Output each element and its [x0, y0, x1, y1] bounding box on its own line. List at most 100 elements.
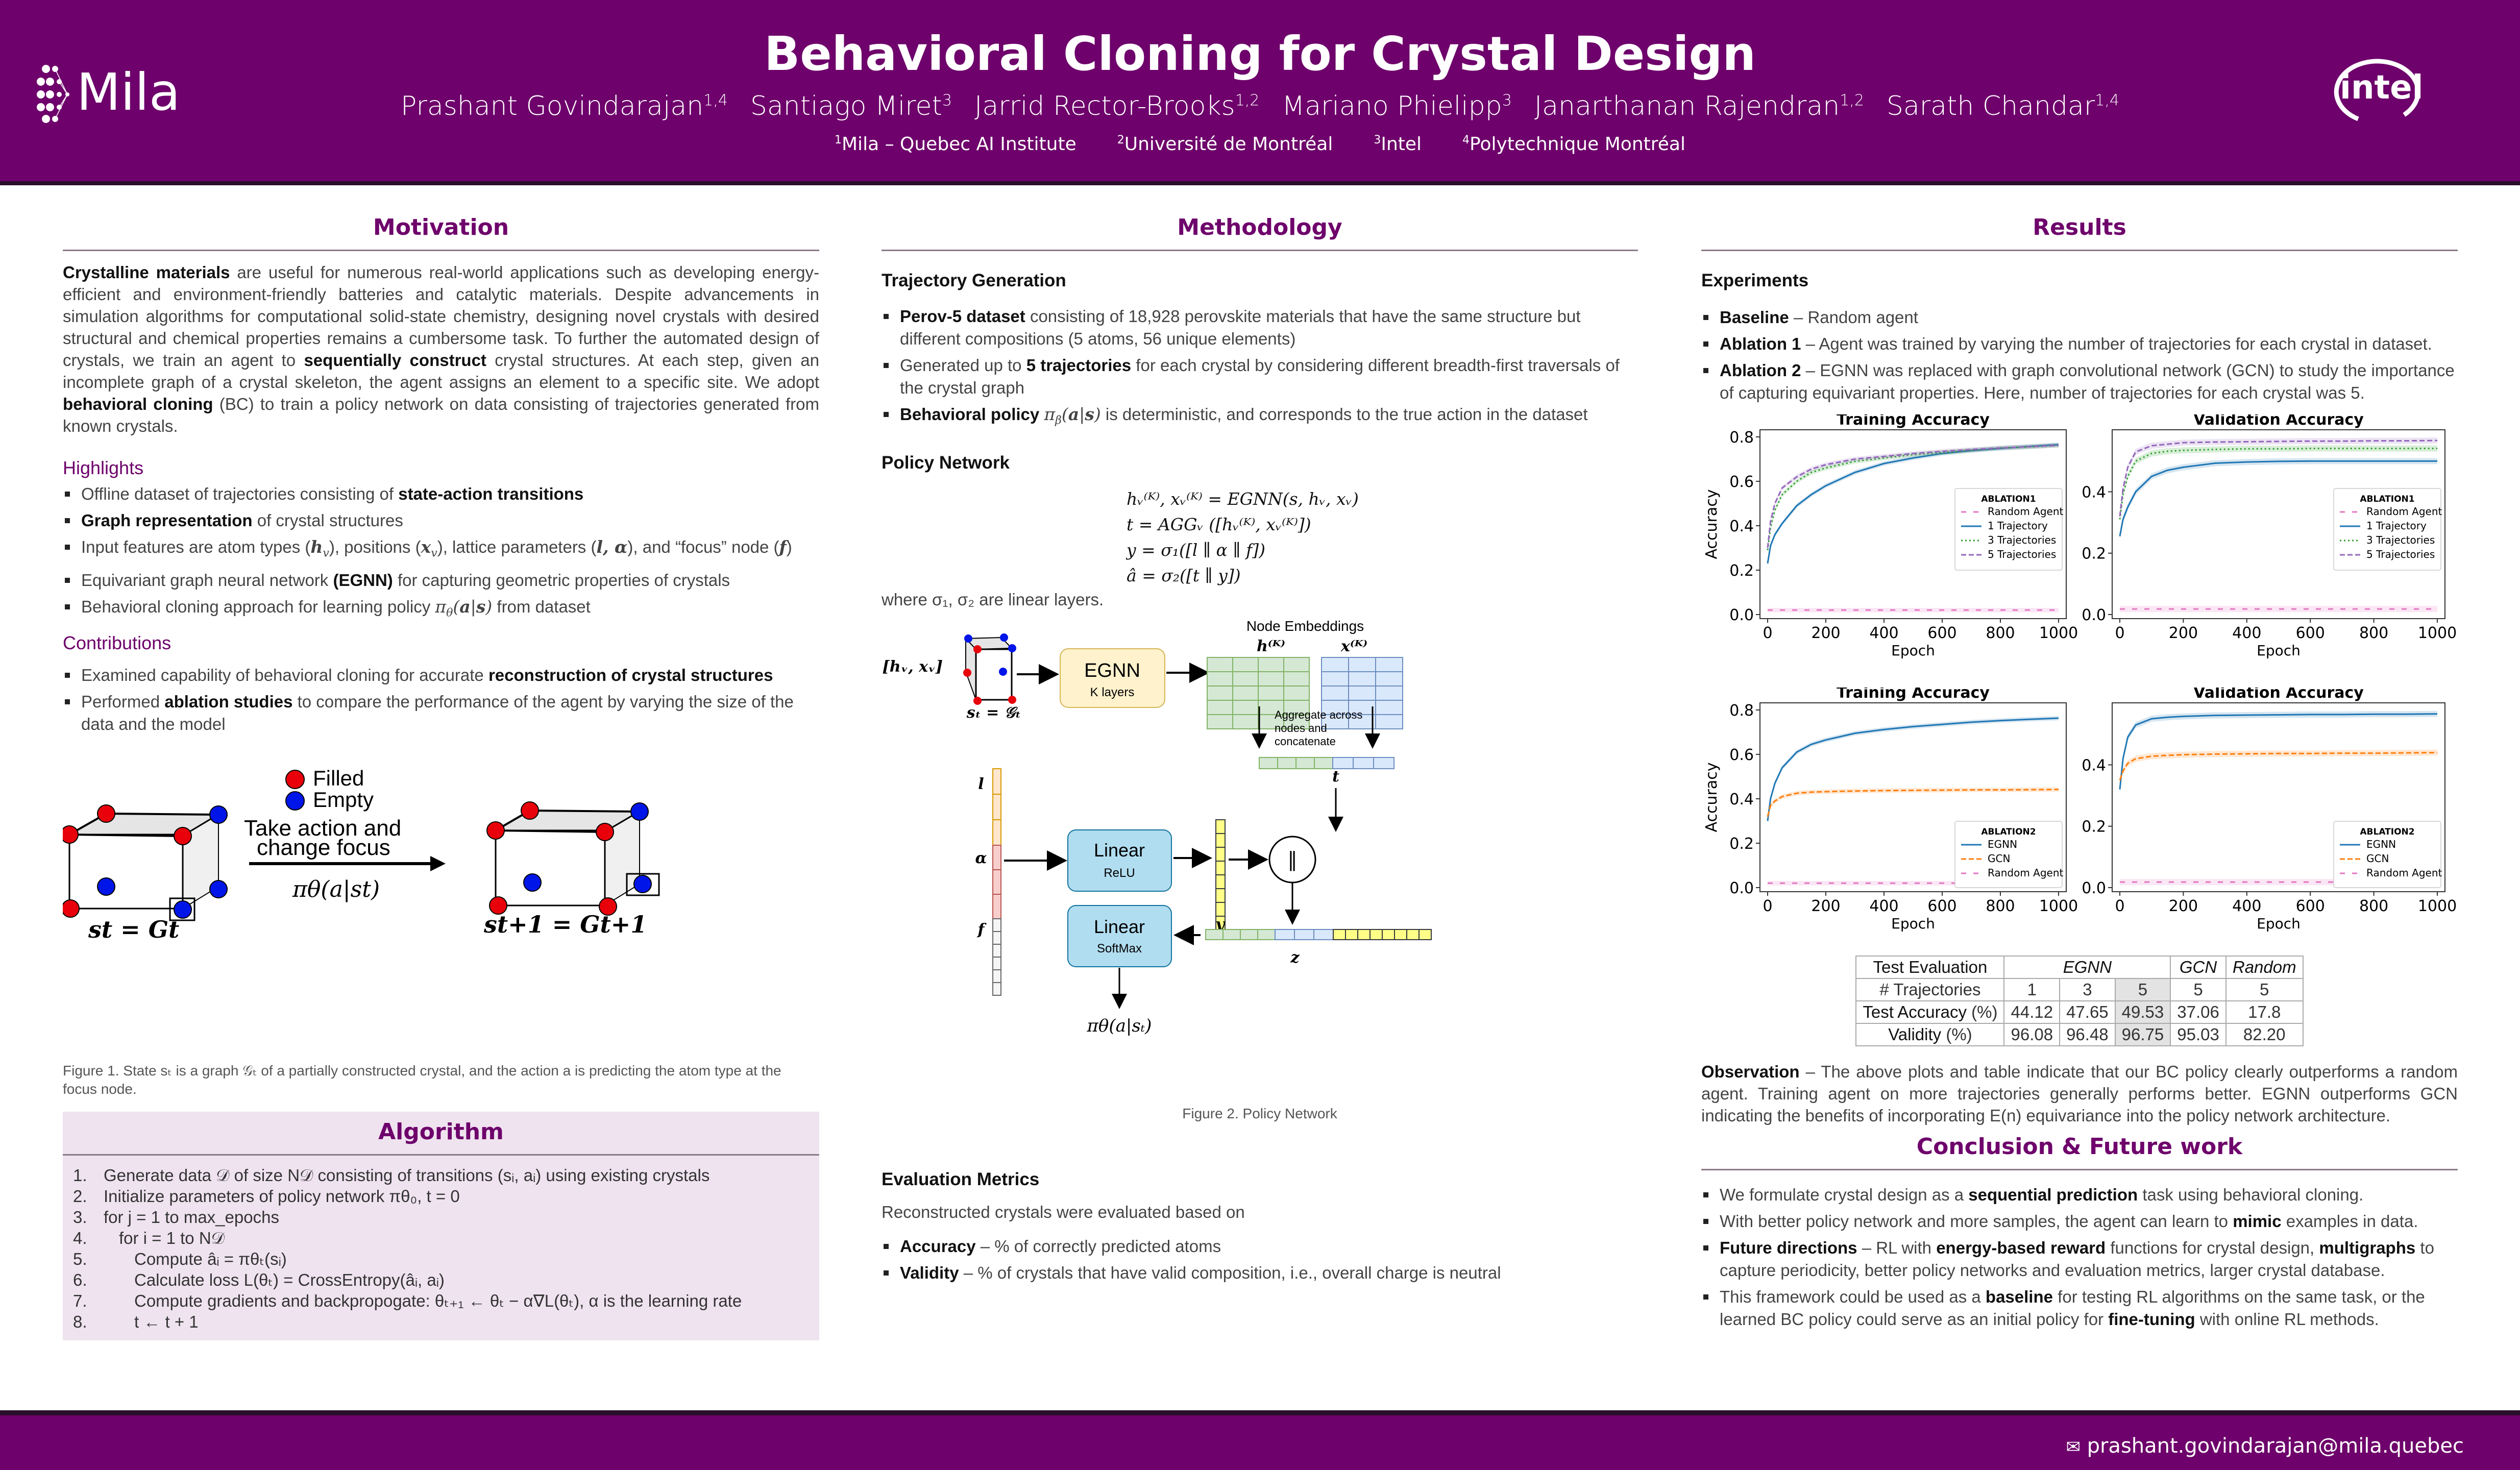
motivation-paragraph: Crystalline materials are useful for num… — [63, 261, 819, 437]
list-item: Offline dataset of trajectories consisti… — [63, 483, 819, 505]
column-motivation: Motivation Crystalline materials are use… — [60, 214, 819, 1341]
input-features-label: [hᵥ, xᵥ] — [883, 658, 943, 676]
x-cell — [1321, 685, 1349, 701]
t-cell — [1353, 756, 1374, 769]
x-tick-label: 1000 — [2418, 624, 2457, 642]
x-tick-label: 200 — [1811, 624, 1840, 642]
y-axis-label: Accuracy — [1703, 763, 1721, 832]
legend-label: 3 Trajectories — [1988, 534, 2056, 546]
table-cell: 5 — [2114, 978, 2171, 1001]
text-run: a — [1068, 404, 1080, 424]
h-cell — [1258, 671, 1284, 687]
table-cell: 96.48 — [2059, 1023, 2116, 1046]
table-cell: 49.53 — [2114, 1000, 2171, 1024]
x-tick-label: 1000 — [2039, 624, 2078, 642]
linear-softmax-block: Linear SoftMax — [1067, 904, 1172, 967]
bold-text: state-action transitions — [398, 484, 584, 503]
focus-node-box — [169, 897, 195, 921]
h-cell — [1258, 714, 1284, 729]
evaluation-list: Accuracy – % of correctly predicted atom… — [882, 1235, 1638, 1284]
h-cell — [1258, 685, 1284, 701]
t-cell — [1277, 756, 1296, 769]
y-cell — [1215, 874, 1226, 889]
legend-label: 5 Trajectories — [2366, 548, 2435, 560]
footer-divider — [0, 1410, 2520, 1415]
affiliation: 3Intel — [1374, 134, 1422, 155]
table-cell: 47.65 — [2059, 1000, 2116, 1024]
x-cell — [1375, 671, 1403, 687]
l-cell — [992, 768, 1001, 795]
text-run: consisting of 18,928 perovskite material… — [900, 307, 1581, 348]
contact-email[interactable]: ✉ prashant.govindarajan@mila.quebec — [2066, 1434, 2464, 1458]
f-cell — [992, 930, 1001, 945]
table-header: Test Evaluation — [1855, 955, 2005, 979]
x-cell — [1375, 714, 1403, 729]
text-run: ( — [1061, 404, 1068, 424]
action-label-line1: Take action and — [244, 816, 401, 841]
header-banner — [0, 0, 2520, 181]
poster-title: Behavioral Cloning for Crystal Design — [764, 27, 1756, 81]
svg-text:Linear: Linear — [1094, 916, 1145, 937]
legend-label: 1 Trajectory — [1988, 520, 2048, 532]
legend-label: EGNN — [1988, 838, 2017, 850]
text-run: h — [310, 537, 323, 557]
bold-text: Observation — [1701, 1062, 1800, 1081]
x-tick-label: 600 — [2296, 897, 2325, 915]
series-band — [2120, 749, 2437, 783]
footer-banner — [0, 1415, 2520, 1470]
text-run: Examined capability of behavioral clonin… — [81, 666, 488, 685]
list-item: Behavioral cloning approach for learning… — [63, 596, 819, 625]
text-run: – EGNN was replaced with graph convoluti… — [1720, 361, 2455, 402]
experiments-heading: Experiments — [1701, 271, 1809, 290]
h-cell — [1283, 656, 1310, 672]
author-name: Janarthanan Rajendran1,2 — [1534, 91, 1864, 121]
x-tick-label: 600 — [2296, 624, 2325, 642]
table-cell: 95.03 — [2170, 1023, 2227, 1046]
empty-node-icon — [285, 791, 305, 811]
f-cell — [992, 943, 1001, 958]
text-run: π — [435, 596, 447, 617]
email-address[interactable]: prashant.govindarajan@mila.quebec — [2087, 1434, 2464, 1458]
envelope-icon: ✉ — [2066, 1437, 2081, 1457]
intel-logo: intel — [2334, 59, 2423, 121]
legend-label: Random Agent — [2366, 867, 2442, 879]
text-run: – % of correctly predicted atoms — [975, 1236, 1221, 1256]
intel-wordmark: intel — [2340, 69, 2423, 107]
legend-label: EGNN — [2366, 838, 2396, 850]
evaluation-intro: Reconstructed crystals were evaluated ba… — [882, 1202, 1245, 1221]
header-divider — [0, 181, 2520, 185]
z-cell — [1257, 928, 1276, 940]
h-cell — [1283, 671, 1310, 687]
bold-text: Baseline — [1720, 308, 1789, 327]
y-tick-label: 0.0 — [2082, 606, 2106, 624]
y-cell — [1215, 832, 1226, 848]
figure-1-crystal-transition: Filled Empty st = Gt Take action and cha… — [60, 766, 660, 943]
legend-label: 3 Trajectories — [2366, 534, 2435, 546]
x-axis-label: Epoch — [1891, 915, 1935, 932]
algorithm-step: 3.for j = 1 to max_epochs — [73, 1208, 279, 1227]
equation: t = AGGᵥ ([hᵥ⁽ᴷ⁾, xᵥ⁽ᴷ⁾]) — [1127, 514, 1311, 534]
affiliation: 4Polytechnique Montréal — [1462, 134, 1685, 155]
algorithm-step: 7.Compute gradients and backpropogate: θ… — [73, 1291, 742, 1311]
h-cell — [1232, 671, 1259, 687]
list-item: With better policy network and more samp… — [1701, 1210, 2458, 1233]
text-run: for each crystal by considering differen… — [900, 356, 1620, 397]
affiliation: 2Université de Montréal — [1117, 134, 1333, 155]
trajectory-generation-heading: Trajectory Generation — [882, 271, 1066, 290]
series-band — [1768, 787, 2059, 819]
x-axis-label: Epoch — [1891, 642, 1935, 659]
bold-text: fine-tuning — [2108, 1310, 2195, 1329]
h-cell — [1258, 656, 1284, 672]
alpha-cell — [992, 893, 1001, 919]
y-tick-label: 0.2 — [2082, 545, 2106, 563]
text-run: functions for crystal design, — [2106, 1238, 2319, 1257]
series-line-5-trajectories — [2119, 439, 2438, 517]
text-run: – The above plots and table indicate tha… — [1701, 1062, 2458, 1125]
text-run: task using behavioral cloning. — [2138, 1185, 2364, 1204]
y-tick-label: 0.0 — [2082, 879, 2106, 897]
list-item: Performed ablation studies to compare th… — [63, 691, 819, 736]
highlights-list: Offline dataset of trajectories consisti… — [63, 483, 819, 624]
z-cell — [1313, 928, 1334, 940]
